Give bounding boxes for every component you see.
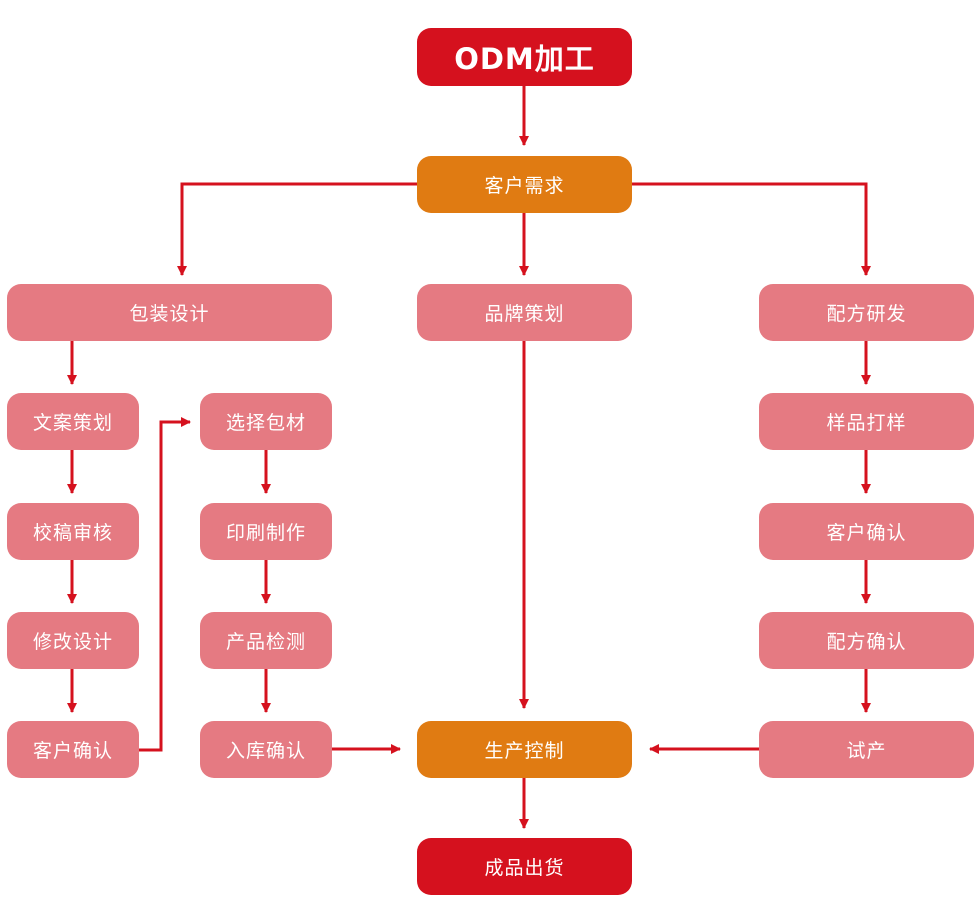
finished-delivery-node: 成品出货 [417,838,632,895]
select-packaging-node: 选择包材 [200,393,332,450]
arrow-demand-to-packaging [177,182,417,276]
arrow-confirm-to-select [139,417,191,752]
trial-production-node: 试产 [759,721,974,778]
proof-review-node: 校稿审核 [7,503,139,560]
formula-confirm-node: 配方确认 [759,612,974,669]
brand-planning-node: 品牌策划 [417,284,632,341]
product-inspection-node: 产品检测 [200,612,332,669]
customer-confirm-left-node: 客户确认 [7,721,139,778]
customer-demand-node: 客户需求 [417,156,632,213]
customer-confirm-right-node: 客户确认 [759,503,974,560]
revise-design-node: 修改设计 [7,612,139,669]
copy-planning-node: 文案策划 [7,393,139,450]
sample-making-node: 样品打样 [759,393,974,450]
arrow-demand-to-formula [632,182,871,276]
formula-rd-node: 配方研发 [759,284,974,341]
storage-confirm-node: 入库确认 [200,721,332,778]
packaging-design-node: 包装设计 [7,284,332,341]
odm-title-node: ODM加工 [417,28,632,86]
production-control-node: 生产控制 [417,721,632,778]
printing-node: 印刷制作 [200,503,332,560]
